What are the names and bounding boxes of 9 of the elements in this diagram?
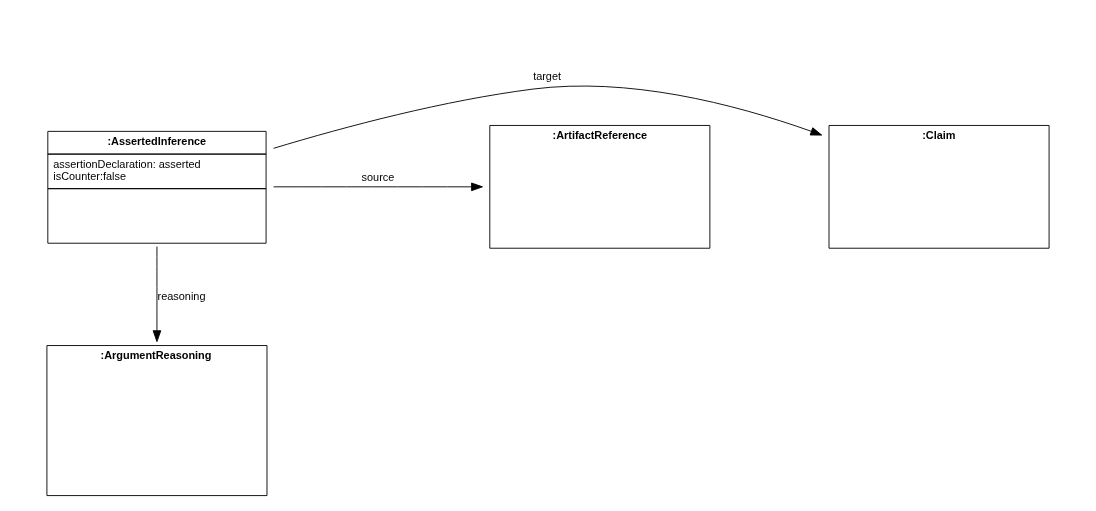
arrow (273, 85, 823, 149)
node-box: :Claim (828, 125, 1050, 249)
node-box: :ArtifactReference (489, 125, 711, 249)
arrow (152, 246, 162, 343)
edge-label: source (361, 171, 395, 184)
edge-label: target (533, 69, 562, 82)
node-box: :ArgumentReasoning (46, 345, 268, 497)
edge-label: reasoning (157, 289, 206, 302)
arrow (273, 182, 483, 192)
